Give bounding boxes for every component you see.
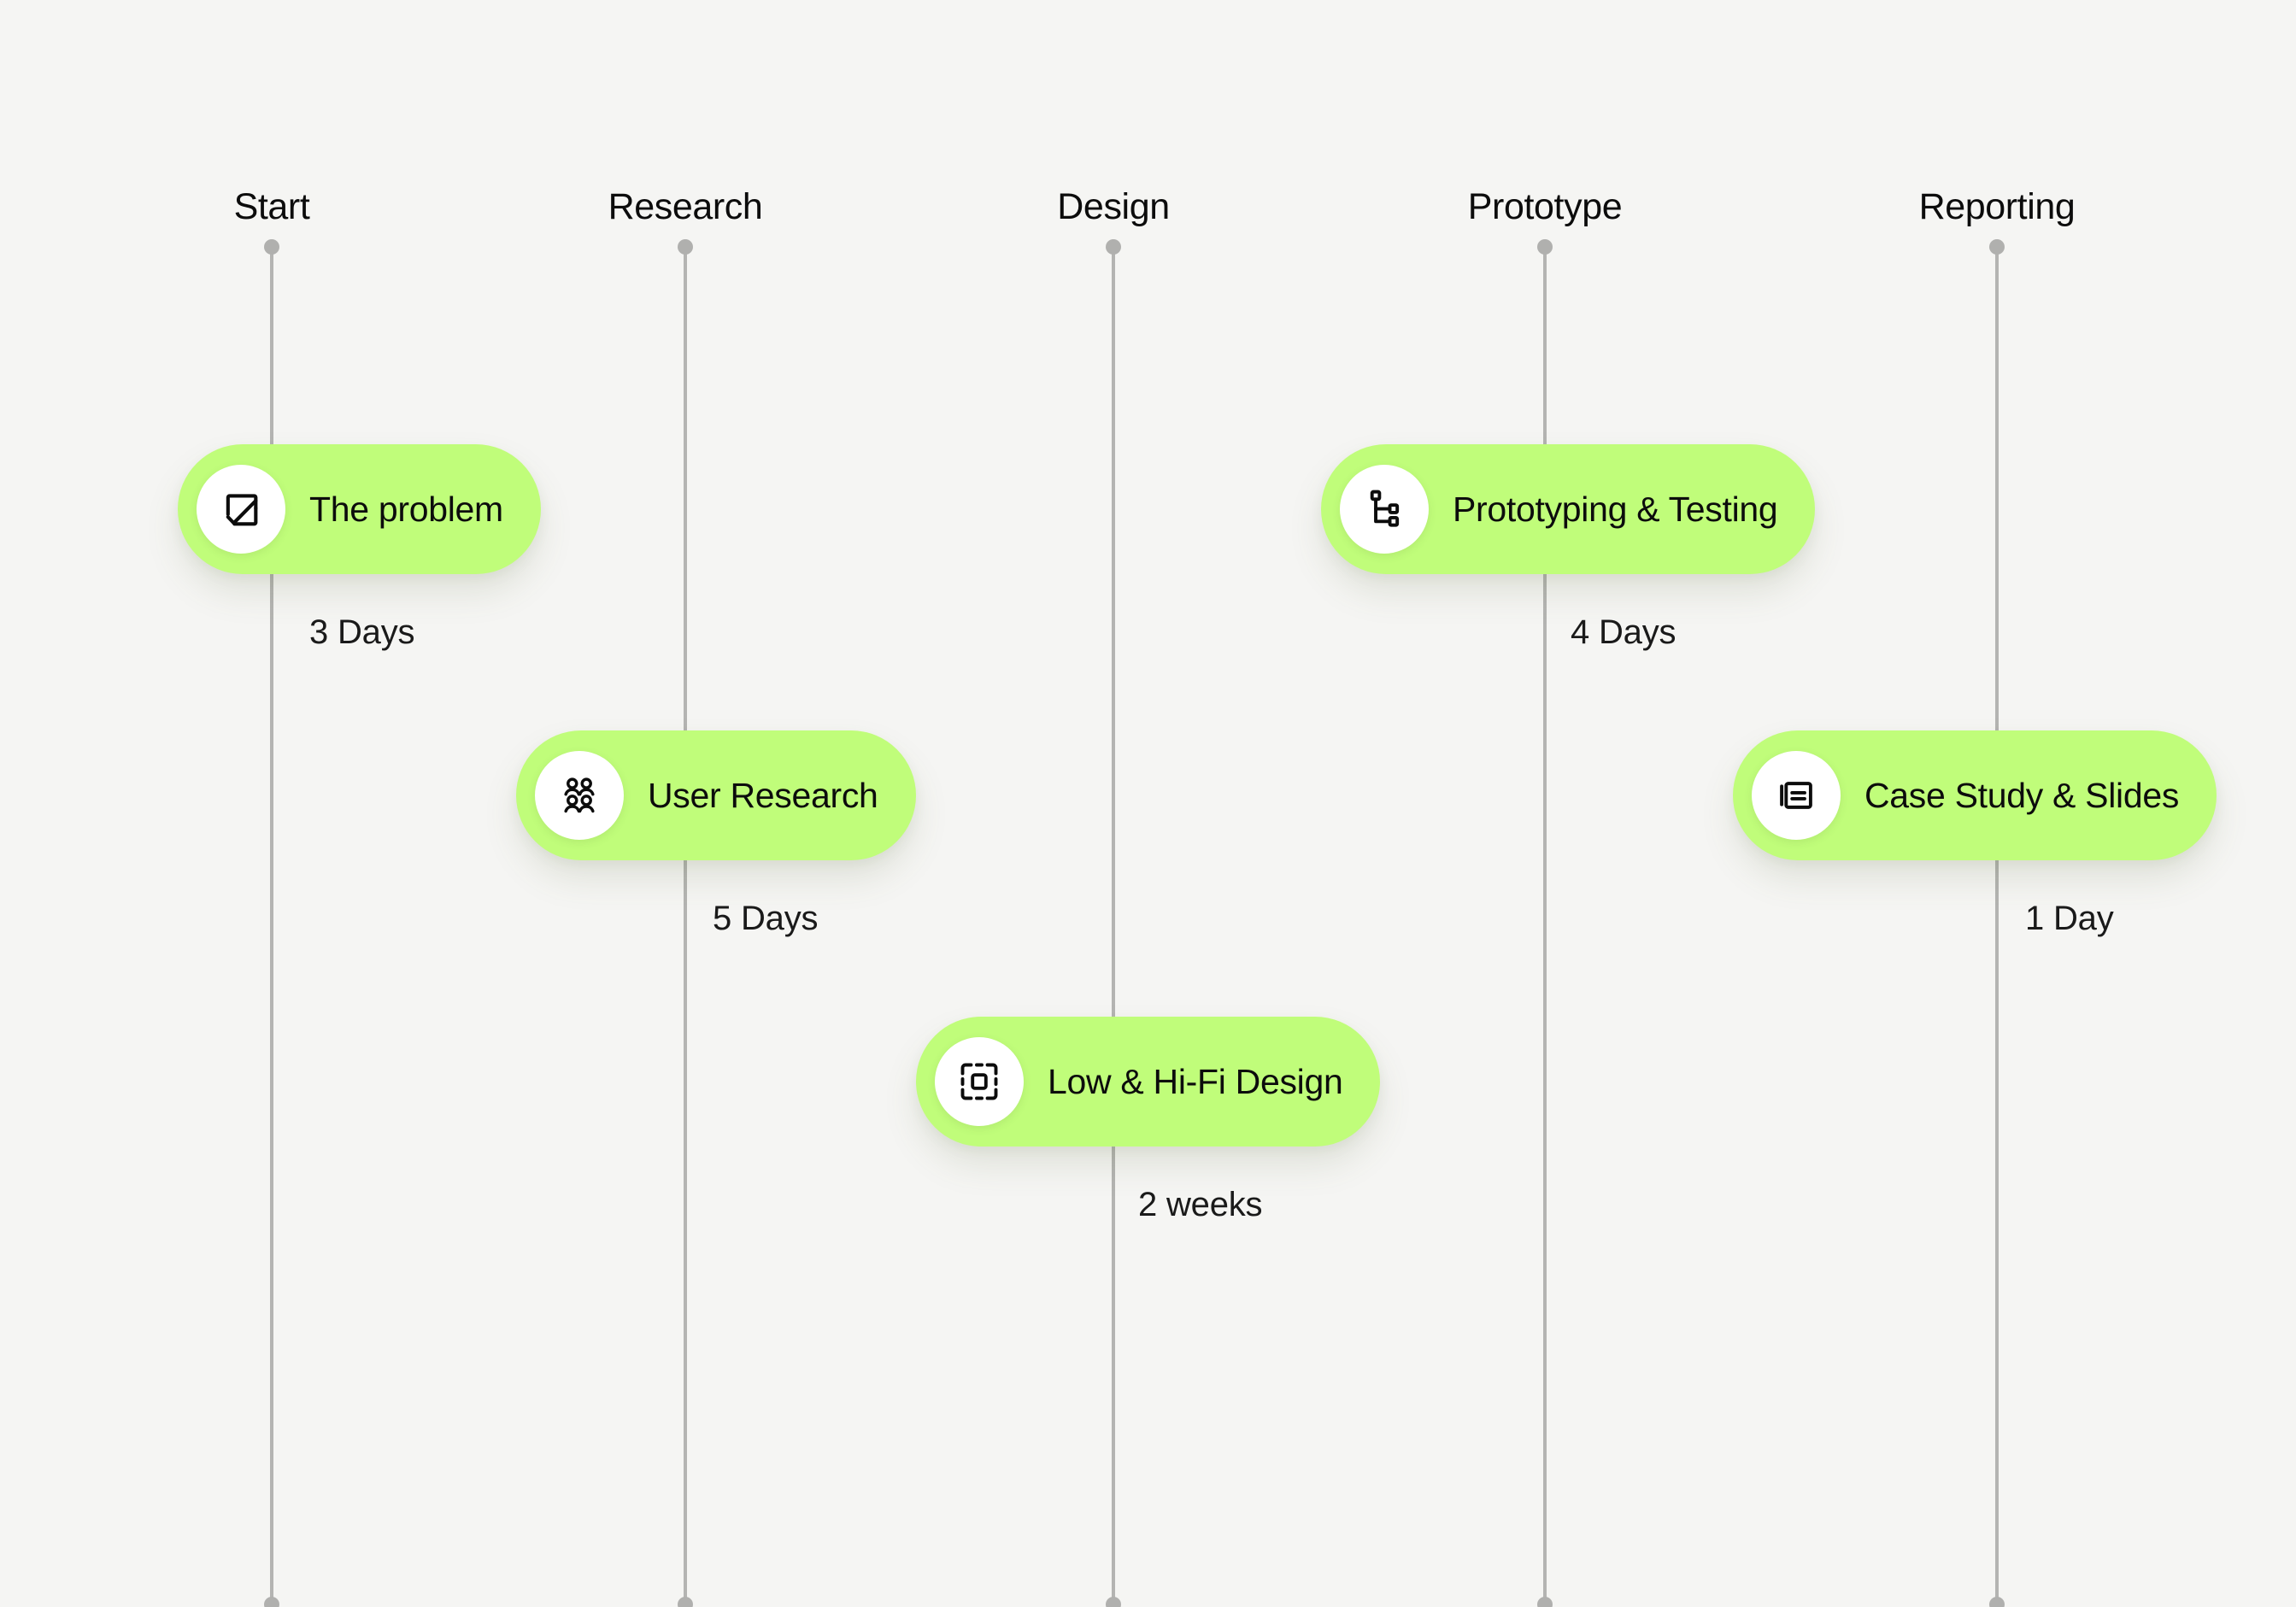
track-top-dot (264, 239, 279, 255)
track-bottom-dot (1537, 1597, 1553, 1607)
stage-header-start: Start (233, 186, 310, 227)
users-group-icon (535, 751, 624, 840)
stage-header-prototype: Prototype (1467, 186, 1623, 227)
milestone-duration-case-study-slides: 1 Day (2025, 900, 2114, 937)
milestone-title: User Research (648, 775, 878, 815)
timeline-track-design (1106, 239, 1121, 1607)
track-bottom-dot (264, 1597, 279, 1607)
track-top-dot (1989, 239, 2005, 255)
stage-header-design: Design (1057, 186, 1170, 227)
hierarchy-tree-icon (1340, 465, 1429, 554)
milestone-card-user-research[interactable]: User Research (516, 730, 916, 860)
track-bottom-dot (1106, 1597, 1121, 1607)
milestone-card-low-hifi-design[interactable]: Low & Hi-Fi Design (916, 1017, 1381, 1147)
stage-header-research: Research (608, 186, 763, 227)
milestone-title: Prototyping & Testing (1453, 489, 1778, 529)
track-top-dot (1106, 239, 1121, 255)
milestone-title: Case Study & Slides (1864, 775, 2180, 815)
milestone-card-the-problem[interactable]: The problem (178, 444, 541, 574)
timeline-track-prototype (1537, 239, 1553, 1607)
selection-frame-icon (935, 1037, 1024, 1126)
track-top-dot (678, 239, 693, 255)
milestone-card-prototyping-testing[interactable]: Prototyping & Testing (1321, 444, 1816, 574)
milestone-duration-the-problem: 3 Days (309, 613, 415, 651)
timeline-track-reporting (1989, 239, 2005, 1607)
track-top-dot (1537, 239, 1553, 255)
milestone-duration-user-research: 5 Days (713, 900, 819, 937)
milestone-card-case-study-slides[interactable]: Case Study & Slides (1733, 730, 2217, 860)
track-bottom-dot (1989, 1597, 2005, 1607)
milestone-title: Low & Hi-Fi Design (1048, 1061, 1343, 1101)
timeline-track-start (264, 239, 279, 1607)
timeline-track-research (678, 239, 693, 1607)
track-bottom-dot (678, 1597, 693, 1607)
milestone-duration-low-hifi-design: 2 weeks (1138, 1186, 1263, 1223)
presentation-card-icon (1752, 751, 1841, 840)
stage-header-reporting: Reporting (1918, 186, 2076, 227)
milestone-duration-prototyping-testing: 4 Days (1571, 613, 1676, 651)
milestone-title: The problem (309, 489, 503, 529)
check-square-icon (197, 465, 285, 554)
